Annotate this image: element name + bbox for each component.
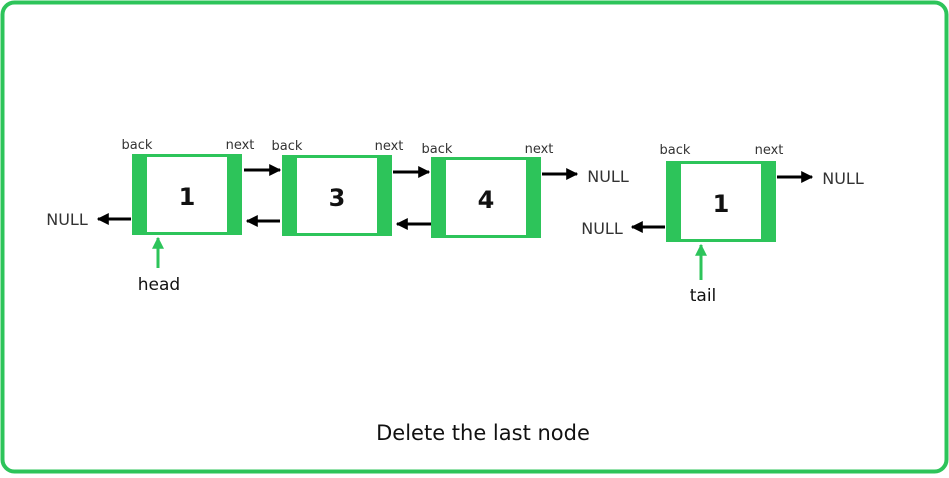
- node-2-next-label: next: [375, 139, 404, 154]
- list-node-1: 1 back next: [122, 138, 255, 235]
- node-3-back-label: back: [422, 142, 453, 157]
- removed-next-null-label: NULL: [822, 169, 864, 188]
- node-1-data-cell: [147, 157, 227, 232]
- head-back-null-label: NULL: [46, 210, 88, 229]
- removed-node-next-label: next: [755, 143, 784, 158]
- node-3-data-cell: [446, 160, 526, 235]
- removed-node-back-label: back: [660, 143, 691, 158]
- list-node-2: 3 back next: [272, 139, 404, 236]
- removed-node-value: 1: [713, 190, 730, 218]
- last-next-null-label: NULL: [587, 167, 629, 186]
- list-node-3: 4 back next: [422, 142, 554, 238]
- tail-label: tail: [690, 286, 717, 306]
- node-1-value: 1: [179, 183, 196, 211]
- node-1-next-label: next: [226, 138, 255, 153]
- removed-node-data-cell: [681, 164, 761, 239]
- node-1-back-label: back: [122, 138, 153, 153]
- node-3-value: 4: [478, 186, 495, 214]
- node-2-value: 3: [329, 184, 346, 212]
- diagram-caption: Delete the last node: [376, 421, 590, 445]
- removed-back-null-label: NULL: [581, 219, 623, 238]
- removed-node: 1 back next: [660, 143, 784, 242]
- node-3-next-label: next: [525, 142, 554, 157]
- node-2-back-label: back: [272, 139, 303, 154]
- head-label: head: [138, 275, 180, 295]
- node-2-data-cell: [297, 158, 377, 233]
